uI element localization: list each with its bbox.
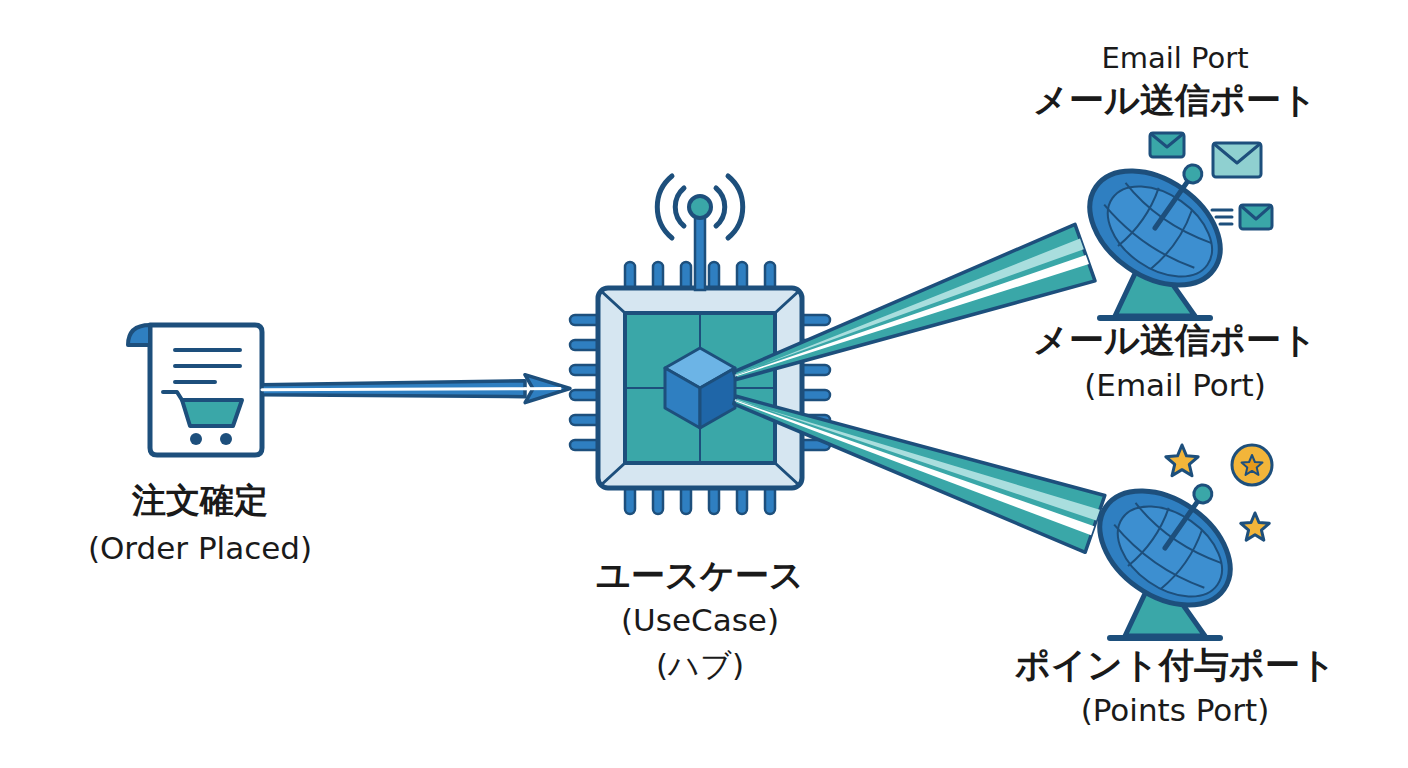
arrow-connector bbox=[262, 375, 570, 403]
node-title: 注文確定 bbox=[60, 480, 340, 520]
cart-wheel bbox=[190, 433, 202, 445]
chip-core bbox=[625, 313, 775, 463]
icon-node: 注文確定 (Order Placed) bbox=[60, 315, 340, 575]
node-subtitle: (UseCase) bbox=[550, 600, 850, 640]
signal-beam bbox=[734, 224, 1095, 379]
node-subtitle: (Points Port) bbox=[980, 690, 1370, 730]
node-title: ポイント付与ポート bbox=[980, 645, 1370, 685]
document-sheet bbox=[150, 325, 262, 455]
document-lines bbox=[175, 350, 240, 382]
chip-bevel bbox=[600, 290, 800, 486]
chip-core-lines bbox=[625, 313, 775, 463]
antenna-waves bbox=[657, 176, 742, 238]
icon-node: Email Portメール送信ポートメール送信ポート(Email Port) bbox=[990, 30, 1360, 410]
icon-node: ユースケース (UseCase) (ハブ) bbox=[550, 170, 850, 690]
antenna-mast bbox=[695, 214, 705, 290]
satellite-dish bbox=[1068, 125, 1257, 318]
antenna-ball bbox=[689, 196, 711, 218]
node-title: ユースケース bbox=[550, 555, 850, 595]
node-title: メール送信ポート bbox=[990, 80, 1360, 120]
satellite-dish bbox=[1078, 445, 1267, 638]
cart-basket bbox=[182, 400, 242, 426]
chip-pins bbox=[570, 262, 830, 514]
chip-body bbox=[598, 288, 802, 488]
signal-beam bbox=[734, 396, 1105, 552]
node-subtitle: (Email Port) bbox=[990, 365, 1360, 405]
icon-node: ポイント付与ポート (Points Port) bbox=[980, 425, 1370, 740]
node-title: メール送信ポート bbox=[990, 320, 1360, 360]
cube-icon bbox=[665, 348, 735, 428]
cart-handle bbox=[163, 392, 182, 400]
node-subtitle: (ハブ) bbox=[550, 645, 850, 685]
cart-wheel bbox=[220, 433, 232, 445]
document-curl bbox=[128, 325, 150, 345]
node-subtitle: (Order Placed) bbox=[60, 528, 340, 568]
node-subtitle: Email Port bbox=[990, 38, 1360, 78]
